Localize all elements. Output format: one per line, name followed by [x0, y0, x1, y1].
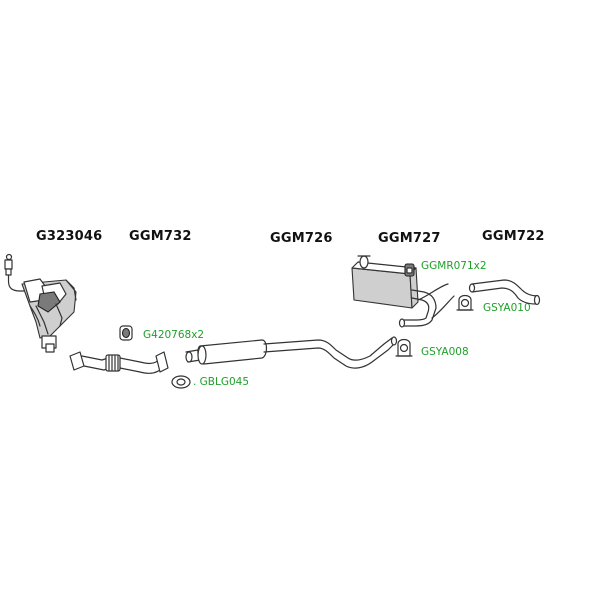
label-clamp-a[interactable]: GSYA008 — [421, 346, 469, 358]
clamp-b-drawing — [456, 294, 474, 311]
gasket-drawing — [171, 375, 191, 389]
label-front-pipe[interactable]: GGM732 — [129, 229, 192, 244]
label-tail-pipe[interactable]: GGM722 — [482, 229, 545, 244]
middle-silencer-drawing — [185, 336, 398, 369]
rubber-mount-a-drawing — [119, 325, 133, 341]
label-middle-silencer[interactable]: GGM726 — [270, 231, 333, 246]
tail-pipe-drawing — [468, 279, 541, 306]
front-pipe-drawing — [69, 351, 169, 374]
label-rear-silencer[interactable]: GGM727 — [378, 231, 441, 246]
label-rubber-mount-a[interactable]: G420768x2 — [143, 329, 205, 341]
clamp-a-drawing — [395, 338, 413, 357]
catalytic-converter-drawing — [21, 278, 77, 353]
label-rubber-mount-b[interactable]: GGMR071x2 — [421, 260, 487, 272]
rubber-mount-b-drawing — [404, 263, 415, 277]
label-clamp-b[interactable]: GSYA010 — [483, 302, 531, 314]
label-gasket[interactable]: . GBLG045 — [193, 376, 250, 388]
lambda-sensor-drawing — [4, 253, 27, 292]
label-catalytic-converter[interactable]: G323046 — [36, 229, 103, 244]
